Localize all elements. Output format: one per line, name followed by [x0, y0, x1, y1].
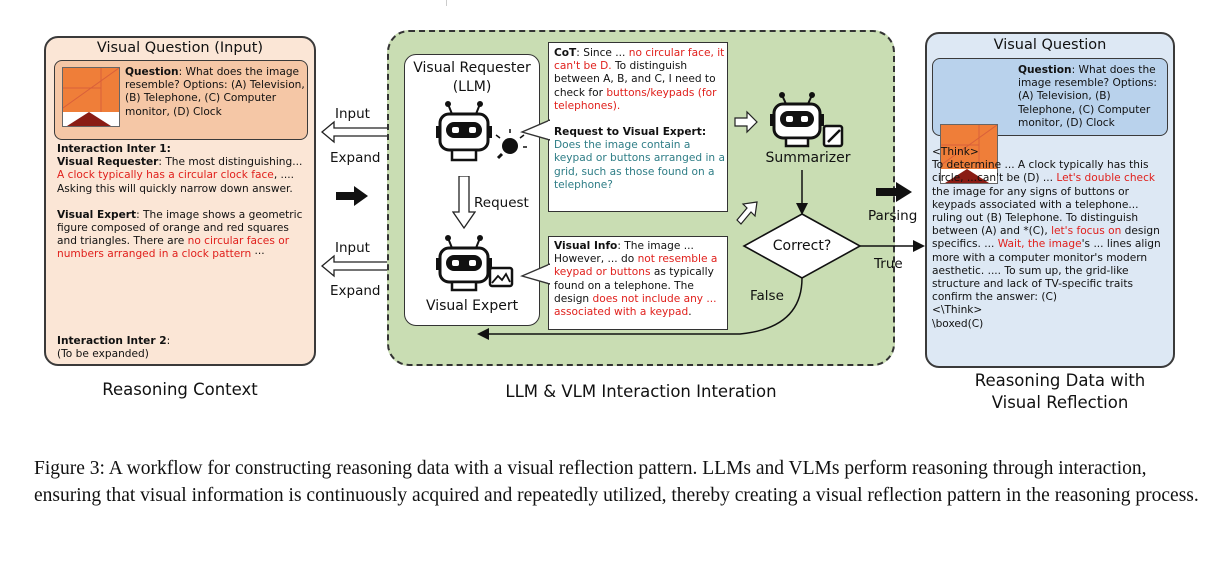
- interaction-2: Interaction Inter 2: (To be expanded): [57, 335, 171, 361]
- black-arrow-left: [336, 186, 368, 206]
- expert-robot-icon: [436, 235, 514, 292]
- middle-caption: LLM & VLM Interaction Interation: [505, 382, 777, 401]
- cot-bubble-tail: [520, 119, 550, 141]
- figure-caption: Figure 3: A workflow for constructing re…: [34, 458, 1199, 506]
- top-divider: [446, 0, 447, 6]
- right-caption-line2: Visual Reflection: [991, 393, 1129, 412]
- request-down-arrow: [452, 176, 476, 230]
- requester-subtitle: (LLM): [452, 79, 492, 95]
- interaction-log: Interaction Inter 1: Visual Requester: T…: [57, 143, 312, 262]
- cot-box: [548, 42, 728, 212]
- expand-label-top: Expand: [330, 150, 381, 166]
- request-label: Request: [474, 195, 529, 211]
- expert-title: Visual Expert: [425, 298, 519, 314]
- input-panel-title: Visual Question (Input): [96, 40, 264, 56]
- input-question-text: Question: What does the image resemble? …: [125, 66, 305, 118]
- summarizer-label: Summarizer: [765, 150, 851, 166]
- right-caption-line1: Reasoning Data with: [974, 371, 1146, 390]
- output-panel-title: Visual Question: [993, 37, 1107, 53]
- to-summarizer-arrows: [734, 110, 758, 225]
- visual-info-box: [548, 236, 728, 330]
- parsing-label: Parsing: [868, 208, 918, 224]
- output-question-text: Question: What does the image resemble? …: [1018, 64, 1157, 129]
- true-label: True: [874, 256, 903, 272]
- expand-label-bottom: Expand: [330, 283, 381, 299]
- left-caption: Reasoning Context: [102, 380, 258, 399]
- requester-title: Visual Requester: [413, 60, 531, 76]
- geometric-image-thumbnail-right: [940, 124, 998, 184]
- cot-text: CoT: Since ... no circular face, it can'…: [554, 47, 725, 191]
- input-label-bottom: Input: [335, 240, 370, 256]
- expert-turn: Visual Expert: The image shows a geometr…: [57, 208, 303, 261]
- request-heading: Request to Visual Expert:: [554, 126, 707, 139]
- requester-robot-icon: [436, 101, 527, 162]
- summarizer-robot-icon: [770, 92, 844, 148]
- visual-info-text: Visual Info: The image ... However, ... …: [554, 240, 718, 319]
- black-arrow-right: [876, 182, 912, 202]
- interaction-1-heading: Interaction Inter 1:: [57, 143, 171, 155]
- requester-turn: Visual Requester: The most distinguishin…: [57, 156, 303, 195]
- decision-label: Correct?: [772, 238, 832, 254]
- false-label: False: [750, 288, 784, 304]
- output-question-box: [932, 58, 1168, 136]
- decision-flow: [477, 170, 925, 340]
- request-text: Does the image contain a keypad or butto…: [554, 139, 725, 191]
- info-bubble-tail: [520, 263, 550, 285]
- input-label-top: Input: [335, 106, 370, 122]
- reasoning-output: <Think> To determine ... A clock typical…: [932, 146, 1161, 330]
- geometric-image-thumbnail: [62, 67, 120, 127]
